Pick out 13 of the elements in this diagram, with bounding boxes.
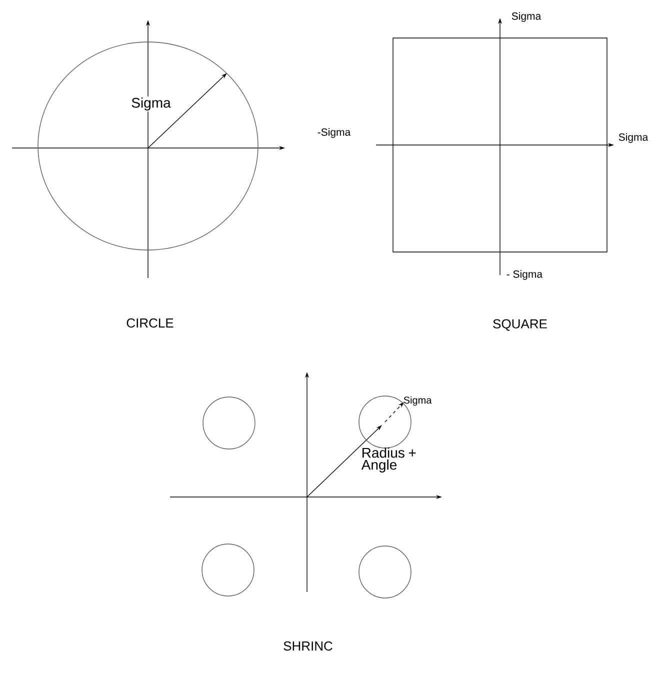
label: Sigma <box>618 133 648 143</box>
label: - Sigma <box>506 270 543 280</box>
circle <box>358 546 412 598</box>
label: Radius + Angle <box>361 447 416 473</box>
label: -Sigma <box>318 128 351 138</box>
label: SHRINC <box>284 641 332 651</box>
label: CIRCLE <box>126 318 174 328</box>
circle <box>202 396 256 450</box>
label: Sigma <box>512 12 542 22</box>
label: Sigma <box>404 396 432 406</box>
circle <box>202 544 254 596</box>
square <box>392 38 608 252</box>
label: SQUARE <box>493 319 547 331</box>
